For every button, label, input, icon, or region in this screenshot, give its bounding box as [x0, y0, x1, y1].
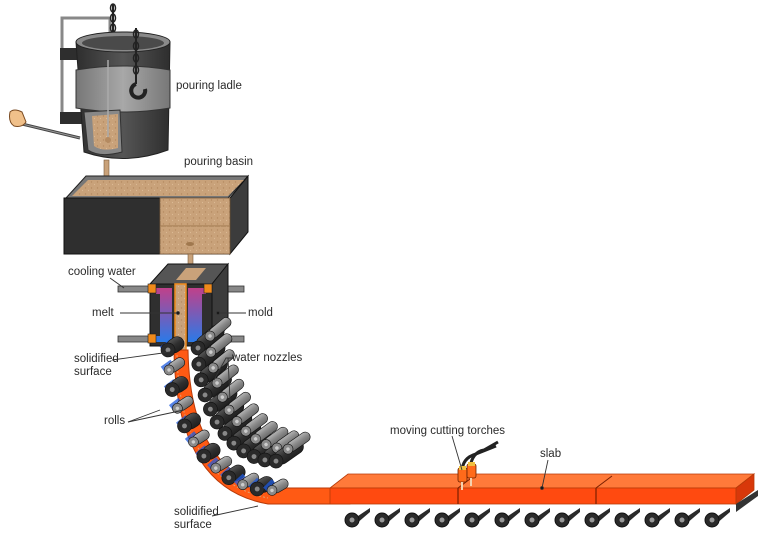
leader-lines: [109, 277, 549, 517]
label-cooling-water: cooling water: [68, 266, 136, 278]
fitting: [147, 283, 157, 294]
roll-inner-idler: [223, 391, 251, 416]
roll-outer: [160, 336, 185, 358]
roll-outer: [196, 442, 221, 464]
roll-set: [159, 317, 311, 497]
runout-table: [328, 473, 758, 512]
roll-outer: [210, 455, 233, 474]
roll-inner-idler: [282, 431, 311, 455]
table-roll: [674, 508, 700, 528]
roll-outer: [188, 429, 210, 448]
table-roll: [584, 508, 610, 528]
label-rolls: rolls: [104, 415, 126, 427]
label-moving-cutting-torches: moving cutting torches: [390, 425, 506, 437]
roll-outer: [164, 376, 189, 397]
slab-end: [735, 473, 755, 505]
label-mold: mold: [248, 307, 273, 319]
table-roll: [704, 508, 730, 528]
label-solidified-surface-bottom: solidified surface: [174, 506, 219, 531]
table-roll: [404, 508, 430, 528]
label-pouring-basin: pouring basin: [184, 156, 254, 168]
pouring-basin: [63, 174, 250, 275]
label-pouring-ladle: pouring ladle: [176, 80, 242, 92]
fitting: [203, 283, 213, 294]
table-roll: [614, 508, 640, 528]
roll-outer: [177, 412, 202, 434]
roll-inner-idler: [240, 413, 268, 437]
slab-front: [329, 487, 737, 505]
roll-inner-idler: [231, 403, 259, 427]
roll-inner-idler: [260, 426, 289, 450]
roll-outer: [266, 478, 289, 496]
fitting: [147, 333, 157, 344]
basin-melt-surface: [72, 180, 244, 196]
hand-icon: [9, 109, 27, 127]
table-roll: [434, 508, 460, 528]
label-slab: slab: [540, 448, 562, 460]
table-roll-set: [344, 508, 730, 528]
roll-inner-idler: [250, 421, 278, 445]
ladle-melt: [92, 114, 118, 150]
table-roll: [344, 508, 370, 528]
label-melt: melt: [92, 307, 114, 319]
ladle-opening: [82, 36, 164, 50]
label-water-nozzles: water nozzles: [232, 352, 303, 364]
table-roll: [644, 508, 670, 528]
ladle-bracket-bottom: [60, 112, 82, 124]
roll-inner-idler: [211, 364, 239, 389]
label-solidified-surface-top: solidified surface: [74, 353, 119, 378]
roll-inner-idler: [217, 378, 245, 403]
roll-outer: [163, 357, 186, 376]
table-roll: [464, 508, 490, 528]
table-roll: [524, 508, 550, 528]
coolant-chamber-right: [188, 288, 206, 342]
pouring-ladle: [9, 3, 171, 195]
roll-inner-idler: [205, 333, 233, 358]
roll-inner-idler: [204, 317, 232, 342]
roll-outer: [237, 472, 260, 491]
table-roll: [374, 508, 400, 528]
coolant-chamber-left: [156, 288, 172, 342]
table-roll: [494, 508, 520, 528]
stopper-head: [105, 137, 111, 143]
roll-inner-idler: [207, 349, 235, 374]
table-roll: [554, 508, 580, 528]
hook-icon: [129, 28, 148, 100]
ladle-band: [75, 65, 171, 113]
